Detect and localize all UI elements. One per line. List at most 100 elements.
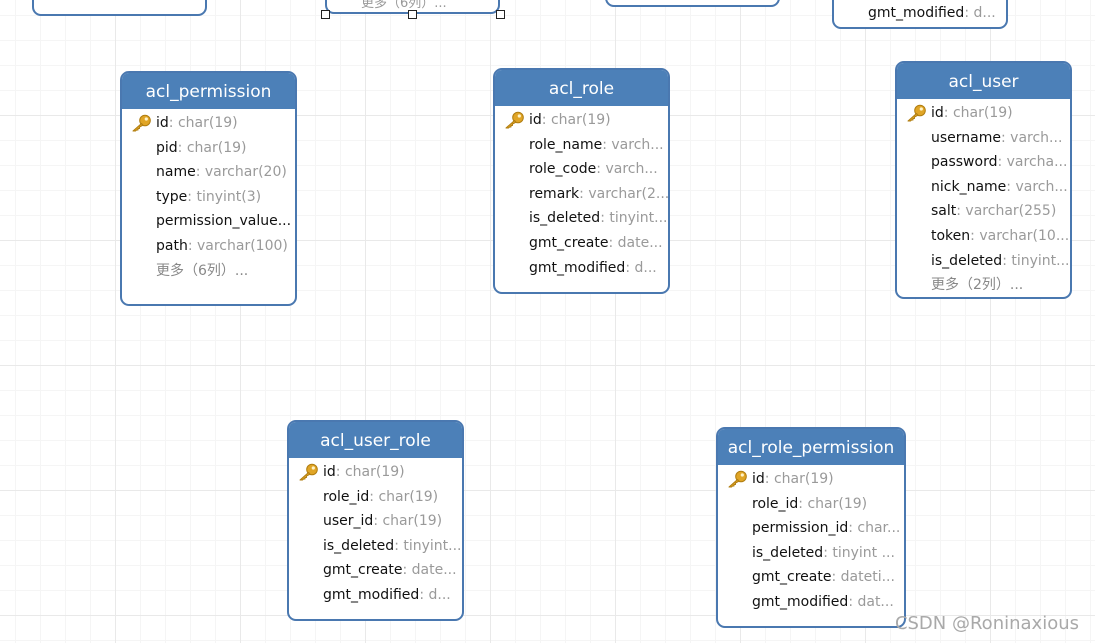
column-type: : tinyint...	[394, 537, 462, 554]
column-row[interactable]: is_deleted: tinyint ...	[718, 541, 904, 566]
table-title[interactable]: acl_user_role	[289, 422, 462, 458]
column-type: : varch...	[596, 161, 658, 178]
column-name: is_deleted	[752, 544, 824, 561]
column-row[interactable]: gmt_modified: dat...	[718, 590, 904, 615]
column-name: id	[931, 105, 944, 121]
column-row[interactable]: role_code: varch...	[495, 157, 668, 182]
selection-handle-right[interactable]	[496, 10, 505, 19]
column-row[interactable]: salt: varchar(255)	[897, 199, 1070, 224]
column-name: username	[931, 129, 1001, 146]
column-name: id	[529, 112, 542, 128]
column-row[interactable]: user_id: char(19)	[289, 509, 462, 534]
partial-table-right[interactable]: gmt_modified: d...	[832, 0, 1008, 29]
column-row[interactable]: id: char(19)	[122, 111, 295, 136]
column-row[interactable]: path: varchar(100)	[122, 234, 295, 259]
column-row[interactable]: is_deleted: tinyint...	[289, 534, 462, 559]
column-row[interactable]: role_id: char(19)	[718, 492, 904, 517]
column-name: role_code	[529, 161, 597, 178]
column-name: id	[323, 464, 336, 480]
column-row[interactable]: id: char(19)	[495, 108, 668, 133]
column-row[interactable]: permission_value...	[122, 209, 295, 234]
column-row[interactable]: token: varchar(10...	[897, 224, 1070, 249]
primary-key-icon	[726, 470, 748, 488]
column-name: permission_value...	[156, 213, 292, 230]
column-list: id: char(19)role_id: char(19)permission_…	[718, 465, 904, 615]
column-row[interactable]: nick_name: varch...	[897, 175, 1070, 200]
table-title[interactable]: acl_role_permission	[718, 429, 904, 465]
column-type: : varch...	[1006, 178, 1068, 195]
table-title[interactable]: acl_permission	[122, 73, 295, 109]
column-row[interactable]: role_name: varch...	[495, 133, 668, 158]
partial-field-type: : d...	[964, 5, 996, 21]
column-type: : varchar(20)	[195, 164, 287, 181]
column-name: role_name	[529, 136, 603, 153]
column-row[interactable]: type: tinyint(3)	[122, 185, 295, 210]
column-row[interactable]: username: varch...	[897, 126, 1070, 151]
column-name: name	[156, 164, 196, 181]
table-title[interactable]: acl_user	[897, 63, 1070, 99]
column-name: is_deleted	[323, 537, 395, 554]
primary-key-icon	[905, 104, 927, 122]
column-row[interactable]: gmt_create: date...	[495, 231, 668, 256]
column-type: : tinyint...	[1002, 252, 1070, 269]
more-columns-link[interactable]: 更多（6列）...	[156, 262, 249, 279]
column-row[interactable]: permission_id: char...	[718, 516, 904, 541]
partial-more-columns: 更多（6列）...	[361, 0, 447, 11]
column-name: is_deleted	[529, 210, 601, 227]
column-name: salt	[931, 203, 957, 220]
column-row[interactable]: gmt_modified: d...	[289, 583, 462, 608]
column-row[interactable]: gmt_create: date...	[289, 558, 462, 583]
column-row[interactable]: id: char(19)	[289, 460, 462, 485]
column-type: : tinyint ...	[823, 544, 895, 561]
column-type: : dat...	[848, 593, 894, 610]
column-type: : char(19)	[541, 112, 611, 128]
column-name: password	[931, 154, 998, 171]
column-name: permission_id	[752, 520, 849, 537]
column-row[interactable]: is_deleted: tinyint...	[897, 249, 1070, 274]
column-row[interactable]: name: varchar(20)	[122, 160, 295, 185]
more-columns-link[interactable]: 更多（2列）...	[931, 277, 1024, 294]
column-row[interactable]: password: varcha...	[897, 150, 1070, 175]
column-type: : char(19)	[168, 115, 238, 131]
column-type: : varchar(10...	[970, 227, 1070, 244]
column-name: role_id	[752, 495, 799, 512]
selection-handle-left[interactable]	[321, 10, 330, 19]
column-name: gmt_create	[752, 569, 832, 586]
column-type: : char(19)	[373, 513, 443, 530]
column-name: is_deleted	[931, 252, 1003, 269]
column-type: : tinyint(3)	[187, 188, 262, 205]
column-list: id: char(19)role_name: varch...role_code…	[495, 106, 668, 280]
column-list: id: char(19)role_id: char(19)user_id: ch…	[289, 458, 462, 608]
column-type: : varch...	[602, 136, 664, 153]
column-type: : tinyint...	[600, 210, 668, 227]
partial-field-row: gmt_modified: d...	[868, 5, 996, 21]
column-type: : char(19)	[764, 471, 834, 487]
column-row[interactable]: pid: char(19)	[122, 136, 295, 161]
column-type: : date...	[402, 562, 457, 579]
column-name: role_id	[323, 488, 370, 505]
primary-key-icon	[503, 111, 525, 129]
partial-table-mid-right[interactable]	[605, 0, 780, 7]
column-type: : char(19)	[369, 488, 439, 505]
watermark: CSDN @Roninaxious	[894, 613, 1079, 634]
table-title[interactable]: acl_role	[495, 70, 668, 106]
column-name: user_id	[323, 513, 374, 530]
column-row[interactable]: id: char(19)	[897, 101, 1070, 126]
selection-handle-center[interactable]	[408, 10, 417, 19]
column-row[interactable]: id: char(19)	[718, 467, 904, 492]
column-type: : varchar(255)	[956, 203, 1057, 220]
column-list: id: char(19)username: varch...password: …	[897, 99, 1070, 297]
column-row[interactable]: is_deleted: tinyint...	[495, 206, 668, 231]
column-name: remark	[529, 185, 580, 202]
column-name: gmt_modified	[529, 259, 626, 276]
column-row[interactable]: gmt_create: dateti...	[718, 565, 904, 590]
partial-table-left[interactable]	[32, 0, 207, 16]
column-row[interactable]: role_id: char(19)	[289, 485, 462, 510]
column-row[interactable]: remark: varchar(2...	[495, 182, 668, 207]
column-row[interactable]: gmt_modified: d...	[495, 256, 668, 281]
